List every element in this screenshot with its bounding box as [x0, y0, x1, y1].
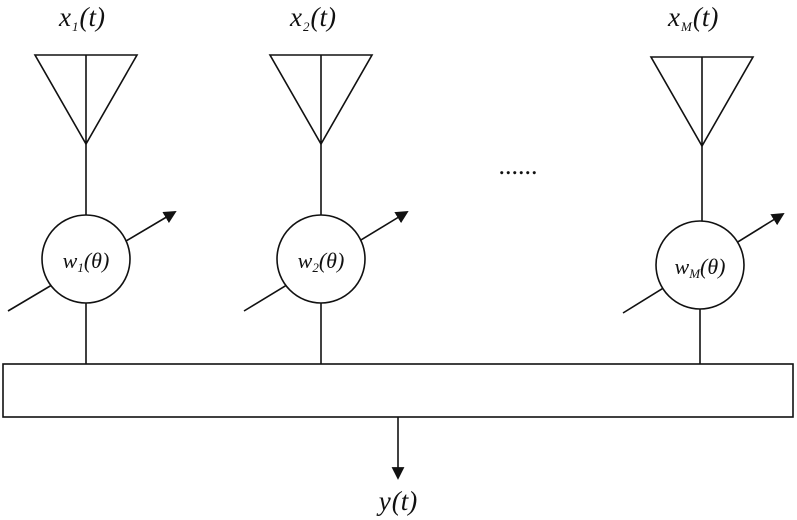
combiner-bar — [2, 363, 794, 418]
input-signal-label-2: x2(t) — [289, 2, 336, 34]
output-signal-label: y(t) — [376, 486, 417, 516]
input-signal-label-m: xM(t) — [667, 2, 718, 34]
weight-label-2: w2(θ) — [298, 248, 345, 275]
antenna-icon-m — [649, 56, 755, 148]
ellipsis: ...... — [499, 151, 538, 180]
weight-label-1: w1(θ) — [63, 248, 110, 275]
antenna-element-2: x2(t) w2(θ) — [243, 2, 409, 364]
antenna-element-m: xM(t) wM(θ) — [622, 2, 785, 364]
antenna-element-1: x1(t) w1(θ) — [7, 2, 177, 364]
weight-label-m: wM(θ) — [675, 254, 726, 281]
input-signal-label-1: x1(t) — [58, 2, 105, 34]
antenna-icon-1 — [33, 54, 139, 146]
antenna-icon-2 — [268, 54, 374, 146]
